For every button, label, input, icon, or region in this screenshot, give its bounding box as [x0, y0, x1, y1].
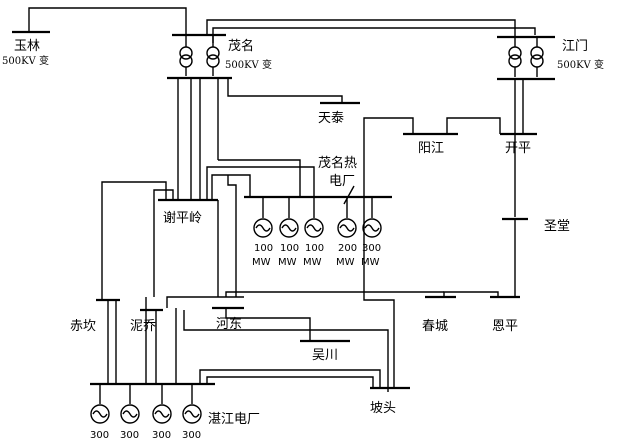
chuncheng-name: 春城	[422, 319, 448, 334]
svg-text:200: 200	[338, 243, 357, 254]
maoming-thermal-plant: 茂名热 电厂 100 MW 100 MW 100	[244, 155, 392, 268]
zhanjiang-plant-name: 湛江电厂	[208, 412, 260, 427]
generator-5: 300 MW	[361, 218, 382, 268]
chikan-name: 赤坎	[70, 319, 96, 334]
zhanjiang-generators: 300 300 300 300	[90, 404, 202, 439]
hedong-name: 河东	[216, 317, 242, 332]
yulin-name: 玉林	[14, 39, 40, 54]
zhanjiang-generator-2: 300	[120, 404, 140, 439]
wuchuan-name: 吴川	[312, 348, 338, 363]
tiantai-station: 天泰	[227, 78, 360, 126]
chikan-station: 赤坎	[70, 298, 120, 384]
zhanjiang-plant: 湛江电厂 300 300 300 300	[90, 382, 260, 439]
yulin-station: 玉林 500KV 变	[2, 30, 50, 67]
zhanjiang-generator-1: 300	[90, 404, 110, 439]
yangjiang-name: 阳江	[418, 141, 444, 156]
jiangmen-kaiping-lines	[514, 79, 524, 134]
potou-name: 坡头	[370, 401, 396, 416]
tiantai-name: 天泰	[318, 111, 344, 126]
svg-text:100: 100	[254, 243, 273, 254]
maoming-rating: 500KV 变	[225, 58, 272, 71]
shengtang-name: 圣堂	[544, 219, 570, 234]
yangjiang-kaiping: 阳江 开平	[363, 117, 537, 217]
zhanjiang-generator-3: 300	[152, 404, 172, 439]
enping-name: 恩平	[492, 319, 518, 334]
xiepingling-name: 谢平岭	[163, 210, 202, 226]
potou-station: 坡头	[199, 195, 410, 416]
svg-text:MW: MW	[278, 257, 297, 268]
svg-text:300: 300	[362, 243, 381, 254]
svg-text:300: 300	[182, 430, 201, 439]
maoming-xiepingling-lines	[177, 78, 219, 200]
svg-text:MW: MW	[361, 257, 380, 268]
hedong-station: 河东	[166, 291, 444, 392]
svg-text:300: 300	[152, 430, 171, 439]
generator-3: 100 MW	[303, 218, 324, 268]
yulin-rating: 500KV 变	[2, 54, 49, 67]
generator-1: 100 MW	[252, 218, 273, 268]
svg-text:100: 100	[280, 243, 299, 254]
svg-text:300: 300	[90, 430, 109, 439]
xiepingling-station: 谢平岭	[158, 198, 218, 226]
chuncheng-enping: 春城 恩平	[422, 291, 520, 334]
zhanjiang-generator-4: 300	[182, 404, 202, 439]
jiangmen-name: 江门	[562, 39, 588, 54]
thermal-connections	[206, 159, 315, 297]
svg-text:MW: MW	[252, 257, 271, 268]
500kv-lines	[28, 7, 536, 43]
svg-text:MW: MW	[336, 257, 355, 268]
xiepingling-down-lines	[101, 181, 219, 300]
svg-text:300: 300	[120, 430, 139, 439]
maoming-name: 茂名	[228, 38, 254, 54]
jiangmen-station: 江门 500KV 变	[497, 35, 604, 81]
svg-text:100: 100	[305, 243, 324, 254]
shengtang-station: 圣堂	[502, 217, 570, 297]
maoming-generators: 100 MW 100 MW 100 MW 200 MW	[252, 218, 382, 268]
maoming-thermal-line1: 茂名热	[318, 155, 357, 171]
generator-2: 100 MW	[278, 218, 299, 268]
kaiping-name: 开平	[505, 141, 531, 156]
maoming-station: 茂名 500KV 变	[167, 33, 272, 80]
wuchuan-station: 吴川	[225, 308, 350, 363]
jiangmen-rating: 500KV 变	[557, 58, 604, 71]
niqiao-name: 泥乔	[130, 319, 156, 334]
generator-4: 200 MW	[336, 218, 357, 268]
niqiao-station: 泥乔	[130, 297, 163, 384]
maoming-thermal-line2: 电厂	[329, 174, 355, 189]
svg-text:MW: MW	[303, 257, 322, 268]
